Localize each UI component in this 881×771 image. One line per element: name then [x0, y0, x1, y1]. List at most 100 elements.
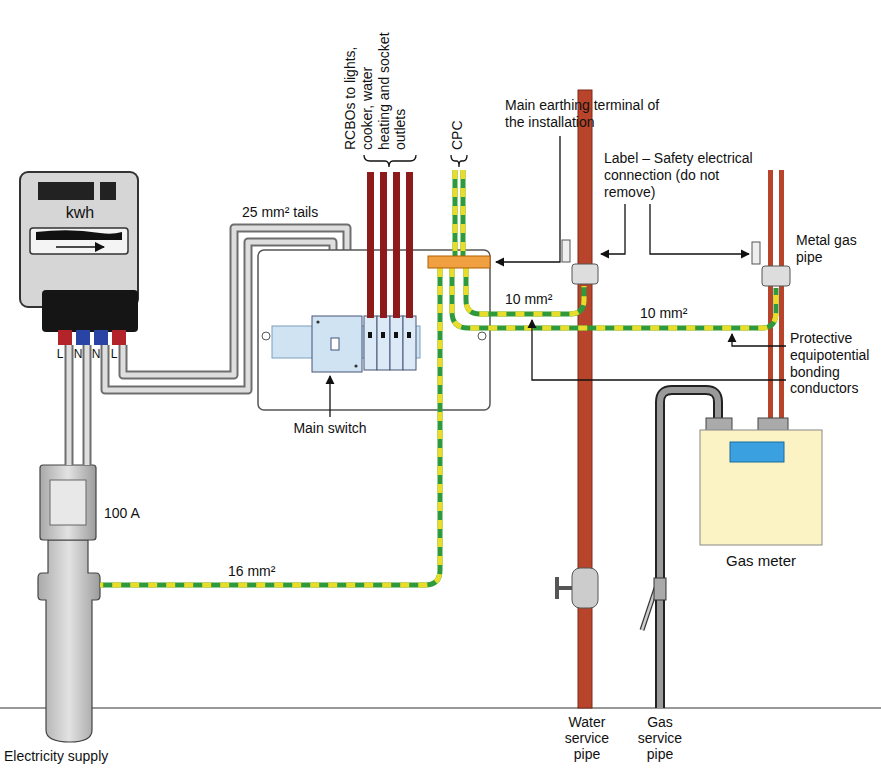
- callout-label: Protective equipotential bonding conduct…: [790, 330, 876, 397]
- earth-clamps: [752, 242, 760, 264]
- callout-label: Label – Safety electrical connection (do…: [604, 150, 756, 200]
- earth-conductors: [466, 268, 584, 314]
- circuit-label: RCBOs to lights, cooker, water heating a…: [342, 22, 409, 150]
- supply-wire: [69, 345, 70, 465]
- water-pipe: [557, 586, 572, 590]
- main-switch: [312, 316, 362, 372]
- main-earthing-terminal: [428, 256, 490, 268]
- earth-conductors: [461, 170, 466, 256]
- cable-size: 25 mm² tails: [242, 204, 342, 221]
- earth-conductors: [466, 268, 584, 314]
- gas-meter-drawing: [700, 430, 822, 545]
- rcbo-modules: [394, 332, 398, 338]
- node-text: 100 A: [104, 505, 154, 522]
- supply-wire: [67, 345, 72, 465]
- leader-lines: [496, 136, 560, 262]
- cable-size: 10 mm²: [640, 305, 710, 322]
- electricity-meter-drawing: [20, 172, 138, 345]
- gas-meter-drawing: [700, 418, 822, 545]
- metal-gas-pipe: [768, 170, 773, 422]
- leader-lines: [532, 320, 786, 380]
- electricity-meter-drawing: [36, 230, 122, 240]
- main-switch: [316, 320, 319, 323]
- meter-tails: [85, 345, 90, 465]
- brackets: [451, 155, 467, 167]
- water-pipe: [557, 90, 598, 708]
- callout-label: Main earthing terminal of the installati…: [505, 97, 667, 131]
- gas-service-pipe: [654, 578, 666, 600]
- cpc-label: CPC: [449, 116, 466, 150]
- meter-tails: [83, 345, 92, 465]
- node-text: kwh: [20, 203, 140, 222]
- terminal-letter: L: [54, 347, 66, 361]
- rcbo-modules: [368, 332, 372, 338]
- part-label: Gas service pipe: [627, 714, 693, 762]
- leader-lines: [732, 334, 786, 346]
- electricity-meter-drawing: [100, 182, 116, 200]
- rcbo-modules: [377, 316, 390, 370]
- cut-out: [50, 480, 86, 525]
- supply-wire: [65, 345, 74, 465]
- terminal-letter: L: [108, 347, 120, 361]
- earth-clamps: [572, 264, 598, 284]
- electricity-meter-drawing: [20, 172, 138, 307]
- electricity-meter-drawing: [56, 246, 104, 248]
- electricity-meter-drawing: [112, 330, 126, 345]
- cable-size: 16 mm²: [228, 563, 298, 580]
- electricity-meter-drawing: [76, 330, 90, 345]
- brackets: [364, 155, 467, 167]
- supply-cable: [38, 540, 100, 742]
- part-label: Water service pipe: [552, 714, 622, 762]
- cut-out: [40, 465, 96, 540]
- water-pipe: [555, 577, 559, 599]
- earth-conductors: [452, 268, 776, 328]
- rcbo-modules: [390, 316, 403, 370]
- terminal-letter: N: [90, 347, 102, 361]
- electricity-meter-drawing: [42, 290, 138, 332]
- part-label: Metal gas pipe: [796, 232, 878, 266]
- earth-conductors: [100, 170, 776, 585]
- earth-clamps: [762, 266, 790, 286]
- water-pipe: [578, 90, 592, 708]
- electricity-meter-drawing: [58, 330, 72, 345]
- water-pipe: [572, 568, 598, 608]
- leader-lines: [330, 136, 786, 417]
- supply-cable: [38, 540, 100, 742]
- earth-conductors: [452, 268, 776, 328]
- circuit-cables: [367, 172, 374, 318]
- cut-out: [40, 465, 96, 540]
- earth-clamps: [562, 240, 570, 262]
- circuit-cables: [406, 172, 413, 318]
- part-label: Electricity supply: [4, 748, 144, 765]
- electricity-meter-drawing: [38, 182, 94, 200]
- circuit-cables: [371, 172, 410, 318]
- electricity-meter: kwh: [20, 172, 140, 345]
- earth-conductors: [461, 170, 466, 256]
- rcbo-modules: [403, 316, 416, 370]
- main-switch: [354, 364, 357, 367]
- rcbo-modules: [364, 316, 377, 370]
- rcbo-modules: [407, 332, 411, 338]
- earth-conductors: [453, 170, 458, 256]
- metal-gas-pipe: [779, 170, 784, 422]
- leader-lines: [650, 204, 749, 254]
- circuit-cables: [393, 172, 400, 318]
- rcbo-modules: [364, 316, 416, 370]
- callout-label: Main switch: [280, 420, 380, 437]
- cable-size: 10 mm²: [505, 291, 575, 308]
- rcbo-modules: [381, 332, 385, 338]
- brackets: [364, 155, 416, 167]
- earth-conductors: [100, 268, 440, 585]
- cut-out-fuse: 100 A: [40, 465, 96, 540]
- electricity-meter-drawing: [30, 228, 128, 254]
- main-switch: [312, 316, 362, 372]
- leader-lines: [329, 376, 330, 417]
- earth-conductors: [453, 170, 458, 256]
- consumer-unit: [262, 332, 270, 340]
- electricity-meter-drawing: [94, 330, 108, 345]
- main-switch: [331, 338, 339, 350]
- leader-lines: [601, 204, 625, 254]
